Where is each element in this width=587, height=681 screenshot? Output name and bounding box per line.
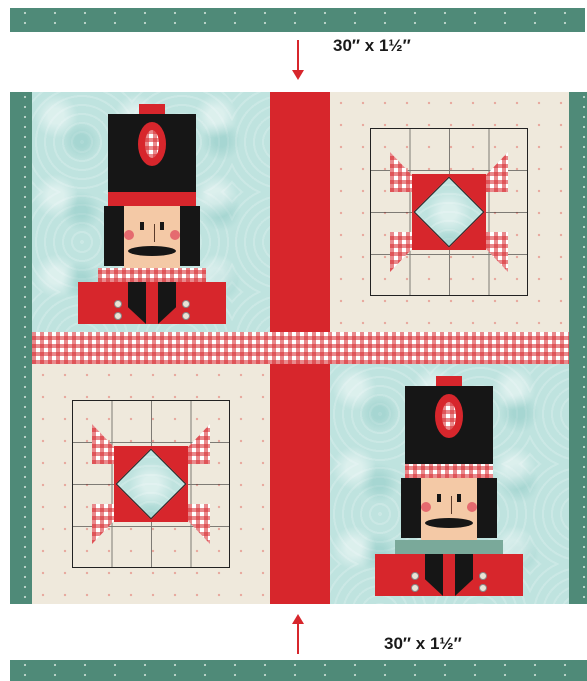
- vertical-sashing-top: [270, 92, 330, 332]
- star-block-top-right: [330, 92, 569, 332]
- nose: [150, 224, 155, 242]
- nutcracker-jacket: [78, 282, 226, 324]
- jacket-button: [182, 300, 190, 308]
- bottom-measurement-label: 30″ x 1½″: [384, 634, 462, 654]
- cheek-left: [421, 502, 431, 512]
- vertical-sashing-bottom: [270, 364, 330, 604]
- nose: [447, 496, 452, 514]
- nutcracker-block-top-left: [32, 92, 270, 332]
- right-border-strip: [569, 92, 587, 604]
- bottom-border-strip: [10, 660, 587, 681]
- cheek-right: [467, 502, 477, 512]
- mustache: [128, 246, 176, 256]
- eye-left: [437, 494, 441, 502]
- collar: [395, 540, 503, 554]
- jacket-button: [479, 584, 487, 592]
- jacket-button: [411, 584, 419, 592]
- nutcracker-hair-left: [104, 206, 124, 266]
- nutcracker-hair-right: [180, 206, 200, 266]
- collar: [98, 268, 206, 282]
- jacket-button: [114, 312, 122, 320]
- cheek-left: [124, 230, 134, 240]
- hat-medallion-center: [442, 402, 456, 430]
- quilt-center: [32, 92, 569, 604]
- nutcracker-jacket: [375, 554, 523, 596]
- nutcracker-block-bottom-right: [330, 364, 569, 604]
- arrow-down-icon: [291, 40, 305, 82]
- hat-brim: [405, 464, 493, 478]
- hat-plume: [436, 376, 462, 386]
- hat-brim: [108, 192, 196, 206]
- hat-medallion-center: [145, 130, 159, 158]
- star-block-bottom-left: [32, 364, 270, 604]
- hat-plume: [139, 104, 165, 114]
- arrow-up-icon: [291, 614, 305, 656]
- eye-left: [140, 222, 144, 230]
- jacket-button: [182, 312, 190, 320]
- cheek-right: [170, 230, 180, 240]
- nutcracker-hair-left: [401, 478, 421, 538]
- top-border-strip: [10, 8, 585, 32]
- eye-right: [160, 222, 164, 230]
- jacket-button: [411, 572, 419, 580]
- nutcracker-hair-right: [477, 478, 497, 538]
- jacket-button: [114, 300, 122, 308]
- jacket-button: [479, 572, 487, 580]
- top-measurement-label: 30″ x 1½″: [333, 36, 411, 56]
- left-border-strip: [10, 92, 32, 604]
- horizontal-sashing: [32, 332, 569, 364]
- eye-right: [457, 494, 461, 502]
- mustache: [425, 518, 473, 528]
